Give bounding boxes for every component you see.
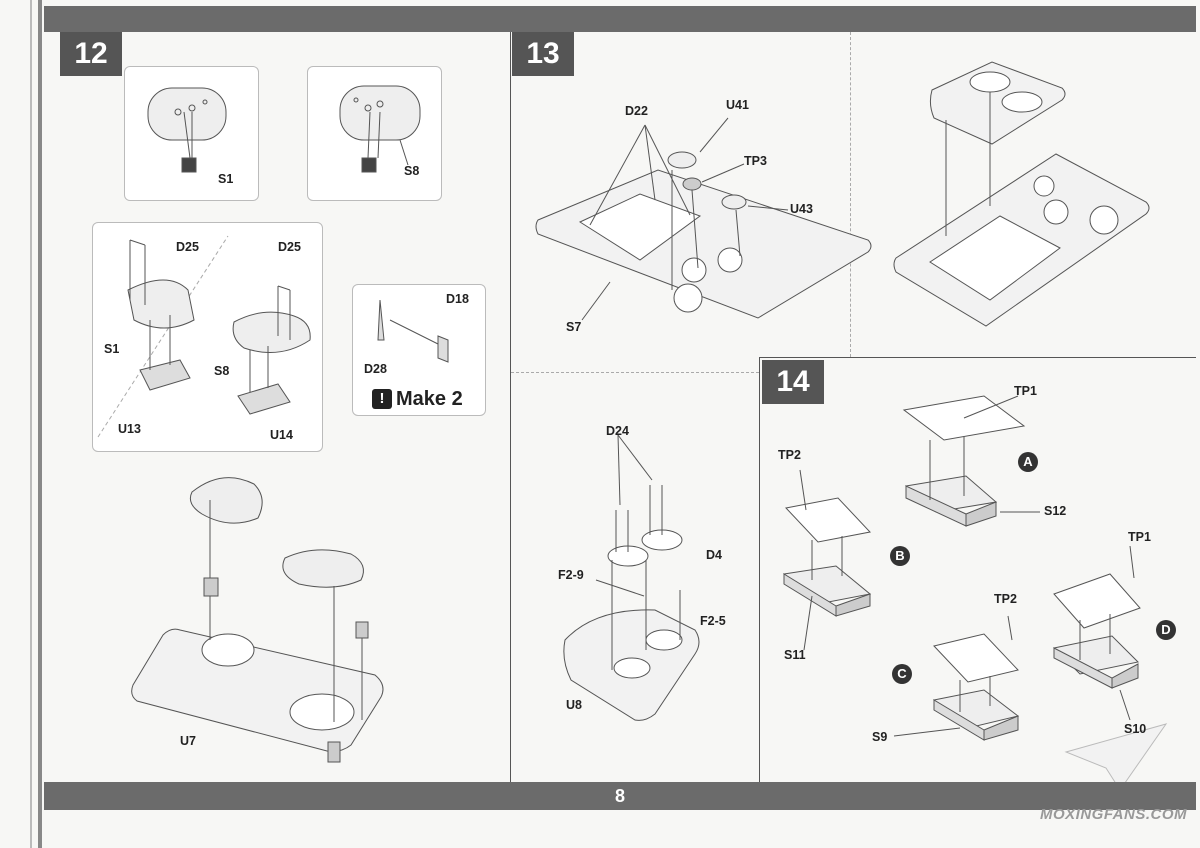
paint-icon-s1 [181,157,197,173]
label-u8: U8 [566,698,582,712]
label-u43: U43 [790,202,813,216]
label-u14: U14 [270,428,293,442]
callout-d: D [1156,620,1176,640]
binding-edge [38,0,42,848]
label-s8-mid: S8 [214,364,230,378]
label-u13: U13 [118,422,141,436]
label-d25-left: D25 [176,240,199,254]
divider-step12-13 [510,32,511,782]
make-2-text: Make 2 [396,388,463,410]
watermark: MOXINGFANS.COM [1040,806,1188,823]
tray-a [902,395,1026,527]
label-s11: S11 [784,648,806,662]
label-s8-top: S8 [404,164,420,178]
label-s10: S10 [1124,722,1147,736]
callout-b: B [890,546,910,566]
tray-c [932,633,1020,741]
label-tp2-c: TP2 [994,592,1017,606]
tray-b [782,497,872,617]
label-tp2-b: TP2 [778,448,801,462]
binding-edge-outer [30,0,32,848]
label-d22: D22 [625,104,648,118]
divider-step14-left [759,357,760,782]
label-s7: S7 [566,320,582,334]
divider-step13-dashed [850,32,851,357]
label-f2-5: F2-5 [700,614,726,628]
step-12-badge: 12 [60,32,122,76]
step-14-badge: 14 [762,360,824,404]
page-number: 8 [614,786,625,806]
label-s12: S12 [1044,504,1067,518]
label-tp1-a: TP1 [1014,384,1037,398]
step-13-badge: 13 [512,32,574,76]
callout-c: C [892,664,912,684]
label-u41: U41 [726,98,749,112]
paint-icon-s8 [361,157,377,173]
make-2-note: !Make 2 [372,388,463,411]
label-s1-top: S1 [218,172,234,186]
label-f2-9: F2-9 [558,568,584,582]
divider-step13-horizontal [511,372,759,373]
warning-icon: ! [372,389,392,409]
tray-d [1052,573,1141,689]
divider-step14-top [759,357,1196,358]
label-d4: D4 [706,548,722,562]
top-bar [44,6,1196,32]
label-d28: D28 [364,362,387,376]
label-d18: D18 [446,292,469,306]
label-tp1-d: TP1 [1128,530,1151,544]
label-d25-right: D25 [278,240,301,254]
label-u7: U7 [180,734,196,748]
callout-a: A [1018,452,1038,472]
label-tp3: TP3 [744,154,767,168]
bottom-bar: 8 [44,782,1196,810]
label-d24: D24 [606,424,629,438]
label-s9: S9 [872,730,888,744]
label-s1-mid: S1 [104,342,120,356]
